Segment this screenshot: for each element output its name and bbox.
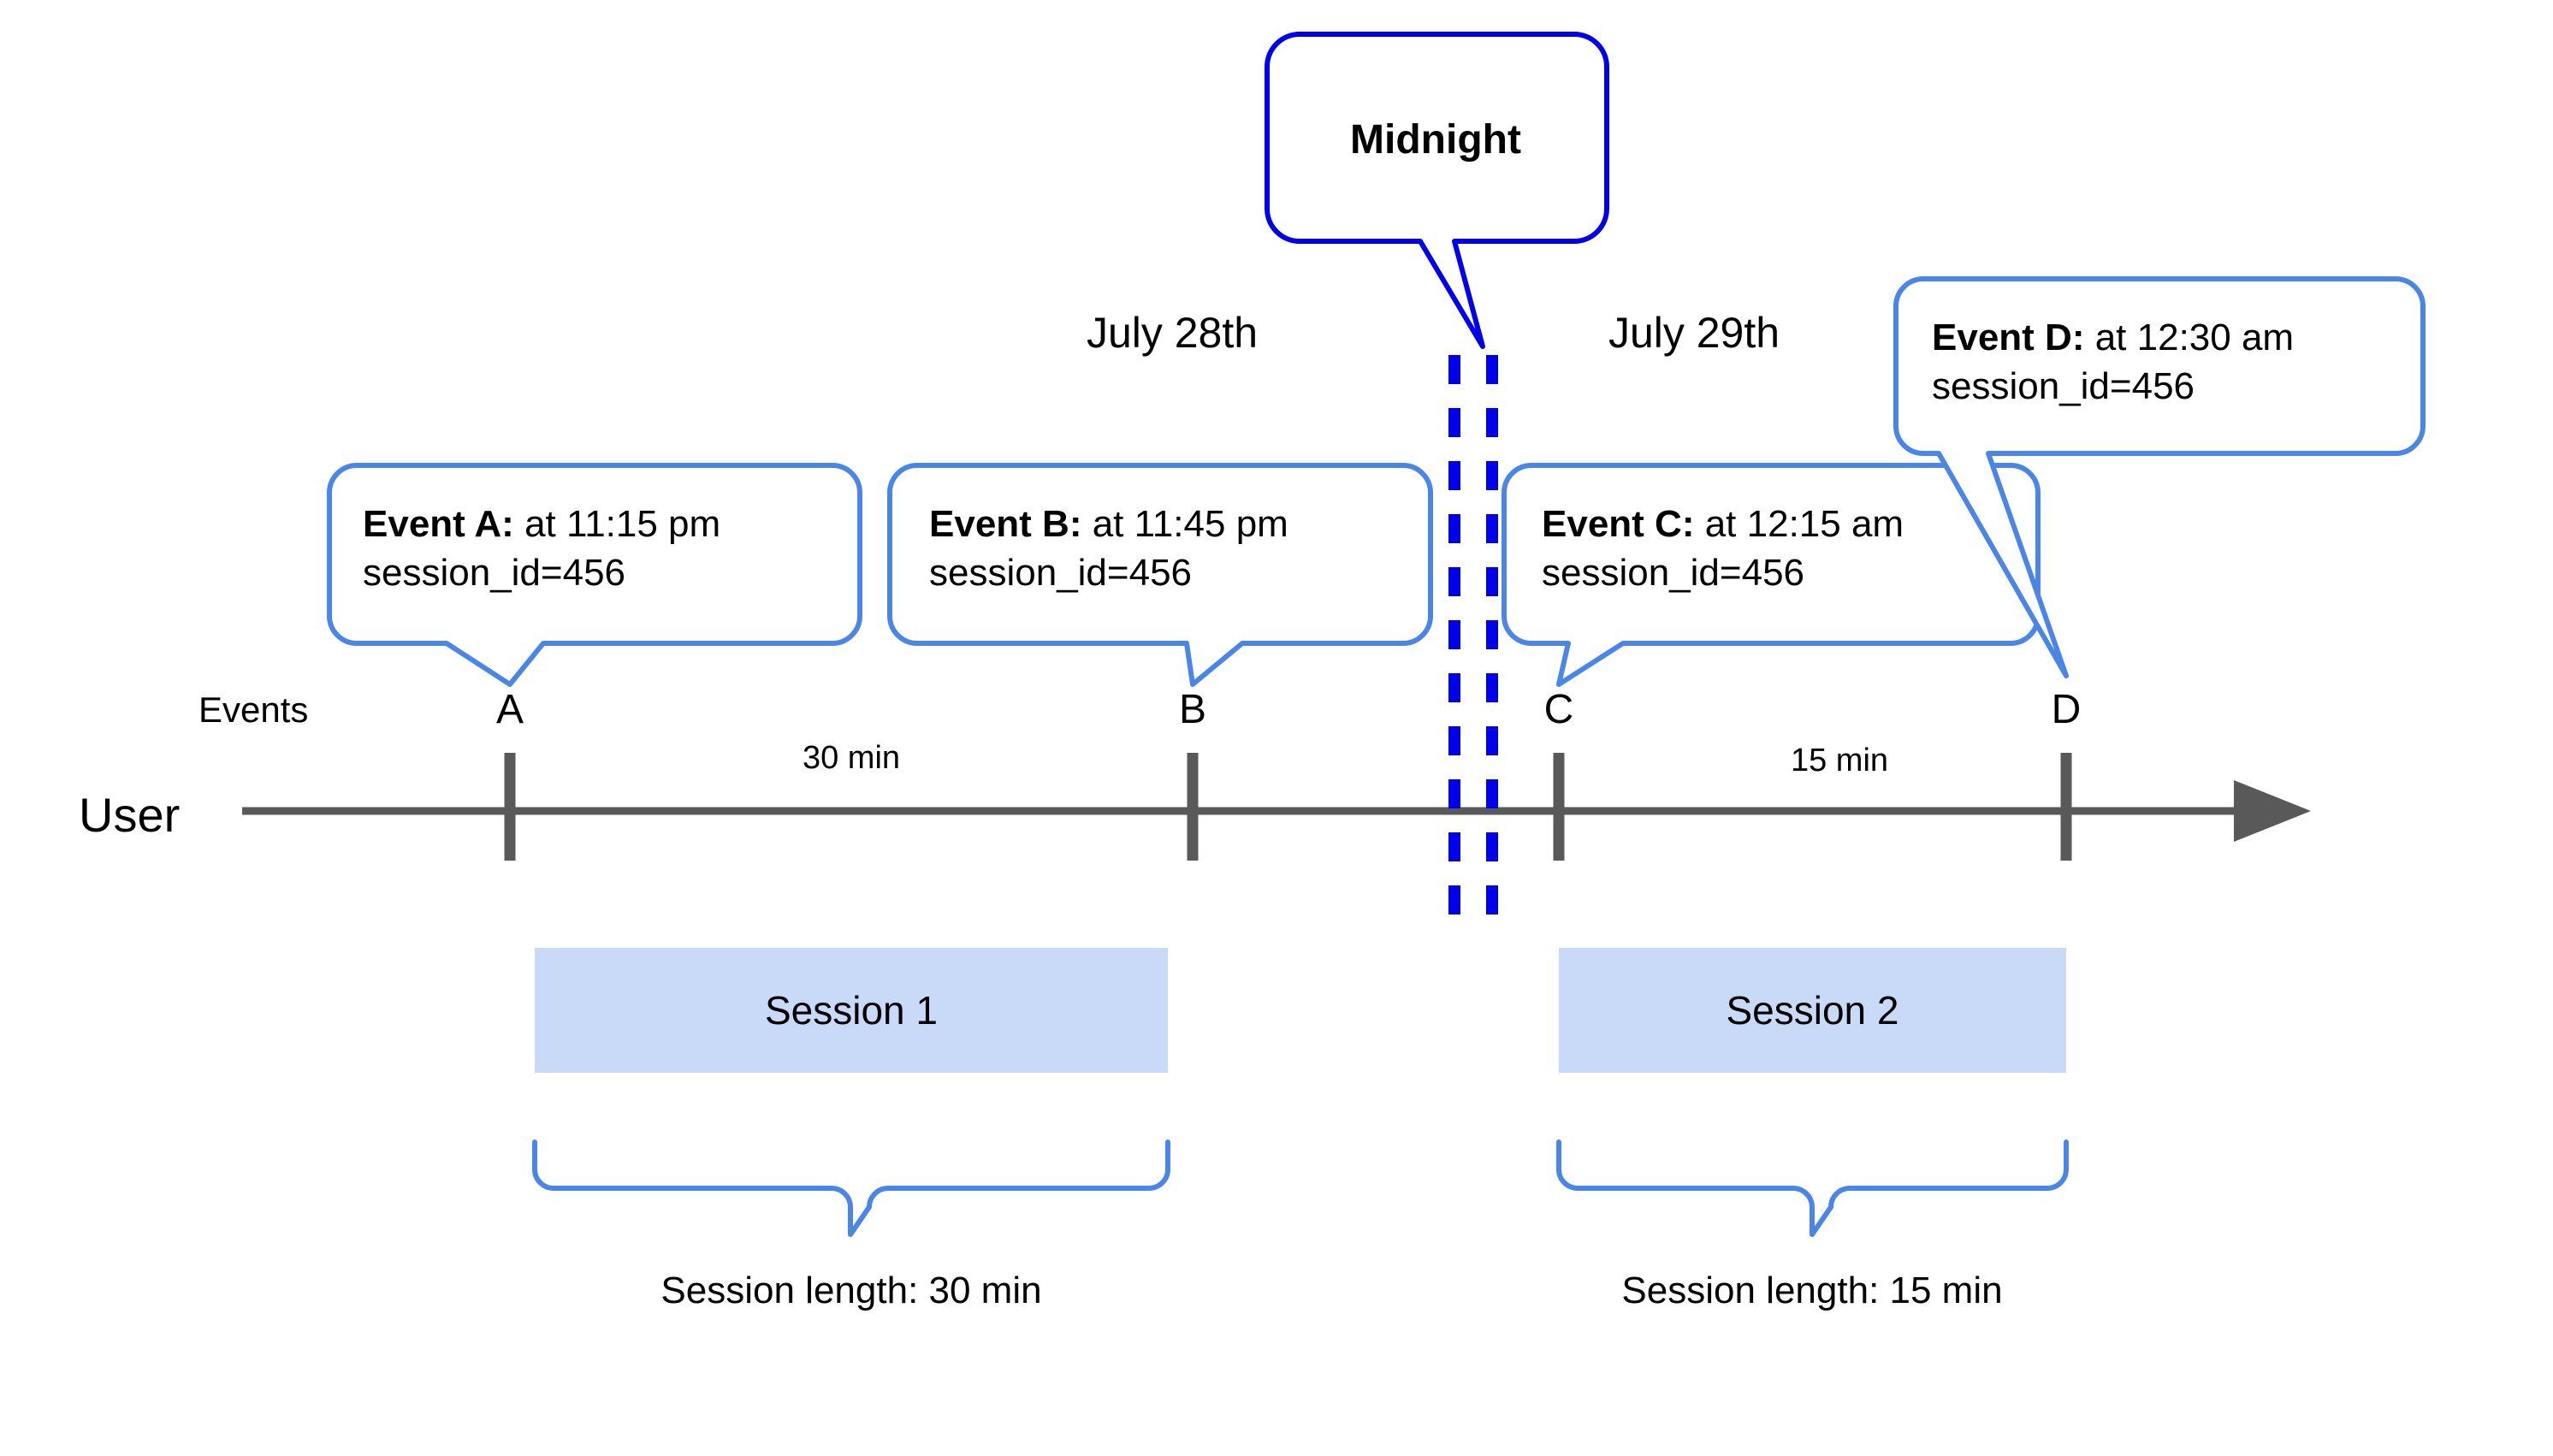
tick-label-b: B <box>1178 687 1206 732</box>
event-b-callout-text: Event B: at 11:45 pm session_id=456 <box>929 500 1288 597</box>
event-a-callout-rest: at 11:15 pm <box>513 503 721 545</box>
date-label-july-29: July 29th <box>1608 309 1780 357</box>
event-d-callout <box>1893 276 2426 678</box>
event-d-callout-rest: at 12:30 am <box>2084 317 2295 358</box>
event-c-callout-rest: at 12:15 am <box>1694 503 1904 545</box>
event-b-callout-rest: at 11:45 pm <box>1081 503 1288 545</box>
session-1-length-label: Session length: 30 min <box>660 1270 1042 1311</box>
tick-label-d: D <box>2051 687 2082 732</box>
session-2-label: Session 2 <box>1726 988 1899 1033</box>
axis-row-label-events: Events <box>198 690 309 730</box>
event-d-callout-bold: Event D: <box>1932 317 2085 358</box>
session-2-brace <box>1556 1139 2069 1237</box>
midnight-callout <box>1265 32 1609 349</box>
session-2-length-label: Session length: 15 min <box>1621 1270 2003 1311</box>
session-1-box: Session 1 <box>535 948 1168 1073</box>
tick-label-a: A <box>495 687 524 732</box>
event-d-callout-line2: session_id=456 <box>1932 365 2195 408</box>
event-a-callout-text: Event A: at 11:15 pm session_id=456 <box>363 500 720 597</box>
event-a-callout-line2: session_id=456 <box>363 552 626 595</box>
gap-label-30-min: 30 min <box>802 740 901 776</box>
session-1-brace <box>532 1139 1170 1237</box>
tick-label-c: C <box>1543 687 1574 732</box>
event-c-callout-text: Event C: at 12:15 am session_id=456 <box>1542 500 1904 597</box>
event-b-callout-line2: session_id=456 <box>929 552 1193 595</box>
session-2-box: Session 2 <box>1559 948 2066 1073</box>
event-a-callout <box>327 463 862 687</box>
midnight-callout-label: Midnight <box>1350 117 1521 163</box>
date-label-july-28: July 28th <box>1086 309 1259 357</box>
event-c-callout-bold: Event C: <box>1542 503 1695 545</box>
gap-label-15-min: 15 min <box>1790 743 1889 778</box>
event-d-callout-text: Event D: at 12:30 am session_id=456 <box>1932 313 2294 411</box>
axis-row-label-user: User <box>79 788 181 842</box>
event-c-callout-line2: session_id=456 <box>1542 552 1805 595</box>
session-1-label: Session 1 <box>764 988 938 1033</box>
event-b-callout-bold: Event B: <box>929 503 1082 545</box>
event-b-callout <box>887 463 1433 687</box>
event-a-callout-bold: Event A: <box>363 503 514 545</box>
